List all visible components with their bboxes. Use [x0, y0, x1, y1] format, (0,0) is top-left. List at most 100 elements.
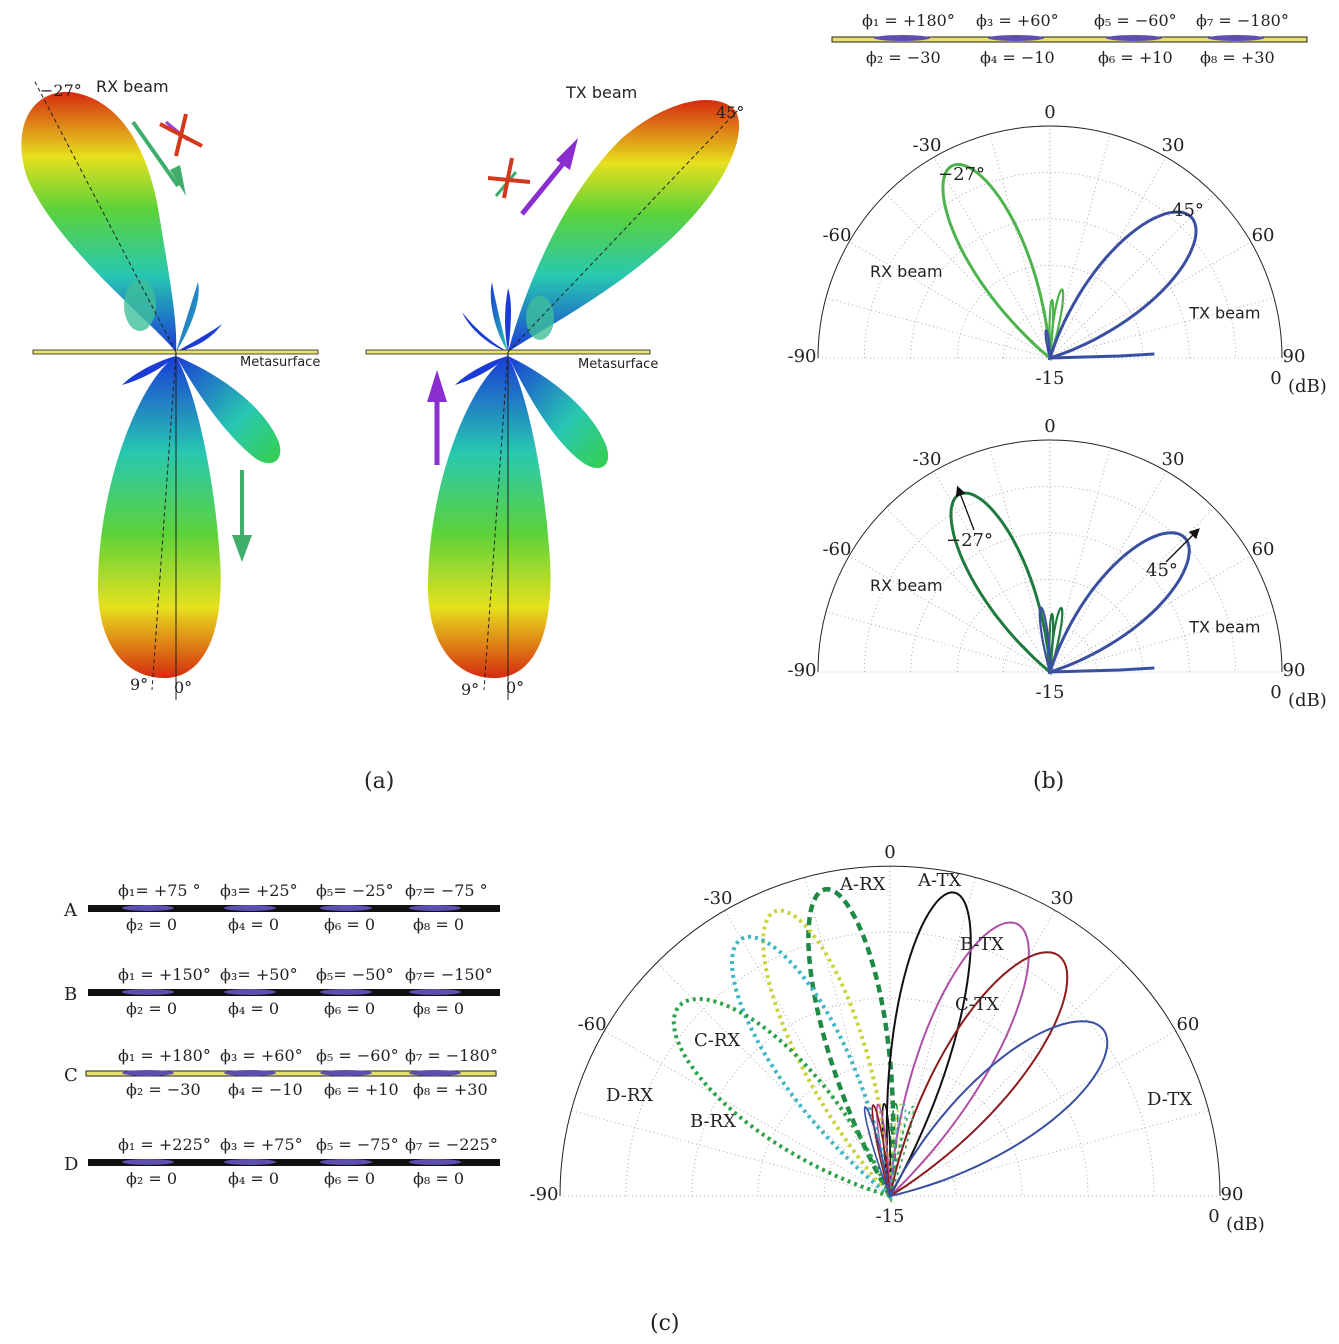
phase-bottom-label: ϕ₄ = −10: [228, 1080, 303, 1099]
metasurface-label-right: Metasurface: [578, 357, 658, 372]
series-label: B-RX: [690, 1111, 736, 1132]
element-marker: [224, 1159, 276, 1165]
polar-grid-ring: [823, 1129, 957, 1197]
series-sidelobe-b-rx: [889, 1103, 903, 1197]
series-sidelobe-c-tx: [871, 1104, 891, 1197]
angle-tick-label: -30: [913, 449, 942, 470]
angle-tick-label: -90: [530, 1184, 559, 1205]
phase-bottom-label: ϕ₂ = −30: [126, 1080, 201, 1099]
polar-grid-spoke: [724, 910, 891, 1197]
polar-grid-spoke: [848, 555, 1051, 673]
panel-b: ϕ₁ = +180°ϕ₃ = +60°ϕ₅ = −60°ϕ₇ = −180° ϕ…: [788, 11, 1327, 794]
angle-tick-label: 60: [1176, 1014, 1199, 1035]
angle-tick-label: 90: [1221, 1184, 1244, 1205]
element-marker: [122, 1159, 174, 1165]
polar-outline: [817, 439, 1283, 673]
phase-bottom-label: ϕ₈ = +30: [1200, 48, 1275, 67]
phase-bottom-label: ϕ₂ = 0: [126, 1169, 177, 1188]
tx-beam-label: TX beam: [1188, 304, 1260, 323]
rx-beam-label: RX beam: [870, 576, 943, 595]
rx-lower-small-lobe: [122, 356, 176, 385]
polar-grid-spoke: [933, 156, 1051, 359]
tx-side-lobe-3: [505, 288, 511, 352]
series-sidelobe-c-rx: [889, 1103, 907, 1197]
series-curve-b-rx: [761, 908, 893, 1202]
angle-tick-label: -90: [788, 346, 817, 367]
phase-bottom-label: ϕ₆ = 0: [324, 1169, 375, 1188]
polar-grid-spoke: [1049, 611, 1275, 673]
phase-bottom-label: ϕ₆ = +10: [324, 1080, 399, 1099]
metasurface-label-left: Metasurface: [240, 355, 320, 370]
rx-peak-label: −27°: [946, 530, 993, 551]
rx-3d-pattern: RX beam −27° Metasurface 9° 0°: [21, 77, 320, 700]
tx-side-lobe-1: [490, 282, 508, 352]
phase-top-label: ϕ₃ = +75°: [220, 1135, 303, 1154]
metasurface-strip: [85, 1070, 497, 1077]
angle-tick-label: 0: [1044, 102, 1055, 123]
rx-peak-arrow: [955, 485, 975, 531]
phase-top-label: ϕ₅= −50°: [316, 965, 394, 984]
tx-side-lobe-curve: [1038, 606, 1052, 673]
element-marker: [409, 989, 461, 995]
series-curve-c-rx: [729, 934, 893, 1201]
tx-3d-angle: 45°: [716, 103, 744, 122]
config-label: A: [63, 900, 78, 921]
radial-tick-label: -15: [876, 1206, 905, 1227]
series-label: C-RX: [694, 1030, 740, 1051]
angle-tick-label: 60: [1252, 225, 1275, 246]
tx-side-lobe-curve: [1044, 329, 1052, 359]
tx-3d-angle-b2: 0°: [506, 678, 524, 697]
rx-beam-label: RX beam: [870, 262, 943, 281]
phase-top-label: ϕ₅ = −60°: [316, 1046, 399, 1065]
tx-beam-curve: [1047, 210, 1198, 361]
radial-unit-label: (dB): [1226, 1214, 1265, 1235]
polar-grid-spoke: [933, 470, 1051, 673]
element-marker: [320, 1159, 372, 1165]
phase-top-label: ϕ₃ = +60°: [976, 11, 1059, 30]
tx-lower-side-lobe: [508, 356, 609, 469]
element-marker: [409, 1070, 461, 1076]
polar-grid-spoke: [848, 241, 1051, 359]
phase-top-label: ϕ₇= −75 °: [405, 881, 488, 900]
phase-bottom-label: ϕ₄ = 0: [228, 915, 279, 934]
metasurface-strip: [88, 905, 500, 912]
tx-3d-angle-b1: 9°: [461, 680, 479, 699]
radial-tick-label: 0: [1270, 368, 1281, 389]
rx-minor-lobe: [124, 279, 156, 331]
phase-bottom-label: ϕ₈ = 0: [413, 1169, 464, 1188]
phase-top-label: ϕ₁ = +180°: [862, 11, 955, 30]
polar-outline: [817, 125, 1283, 359]
polar-grid-spoke: [889, 910, 1056, 1197]
polar-grid-spoke: [889, 1030, 1176, 1197]
series-label: A-TX: [917, 870, 961, 891]
tx-tail-curve: [1049, 666, 1155, 674]
series-curve-b-tx: [888, 921, 1030, 1199]
element-marker: [874, 35, 930, 41]
rx-lower-lobe: [97, 356, 221, 679]
phase-top-label: ϕ₃= +50°: [220, 965, 298, 984]
angle-tick-label: 30: [1051, 888, 1074, 909]
element-marker: [409, 905, 461, 911]
tx-peak-label: 45°: [1172, 200, 1204, 221]
phase-bottom-label: ϕ₄ = −10: [980, 48, 1055, 67]
rx-side-lobe-curve: [1048, 606, 1064, 673]
phase-bottom-label: ϕ₈ = 0: [413, 915, 464, 934]
element-marker: [224, 1070, 276, 1076]
phase-top-label: ϕ₇ = −225°: [405, 1135, 498, 1154]
phase-top-label: ϕ₃ = +60°: [220, 1046, 303, 1065]
phase-bottom-label: ϕ₂ = −30: [866, 48, 941, 67]
rx-side-lobe-1: [176, 282, 199, 352]
polar-grid-spoke: [571, 1110, 891, 1197]
cross-icon-right: [487, 157, 531, 199]
caption-a: (a): [364, 769, 394, 794]
phase-bottom-label: ϕ₆ = 0: [324, 915, 375, 934]
config-label: C: [64, 1065, 78, 1086]
phase-bottom-label: ϕ₆ = 0: [324, 999, 375, 1018]
angle-tick-label: 0: [1044, 416, 1055, 437]
series-label: D-RX: [606, 1085, 653, 1106]
phase-top-label: ϕ₇ = −180°: [405, 1046, 498, 1065]
angle-tick-label: -30: [704, 888, 733, 909]
element-marker: [122, 905, 174, 911]
